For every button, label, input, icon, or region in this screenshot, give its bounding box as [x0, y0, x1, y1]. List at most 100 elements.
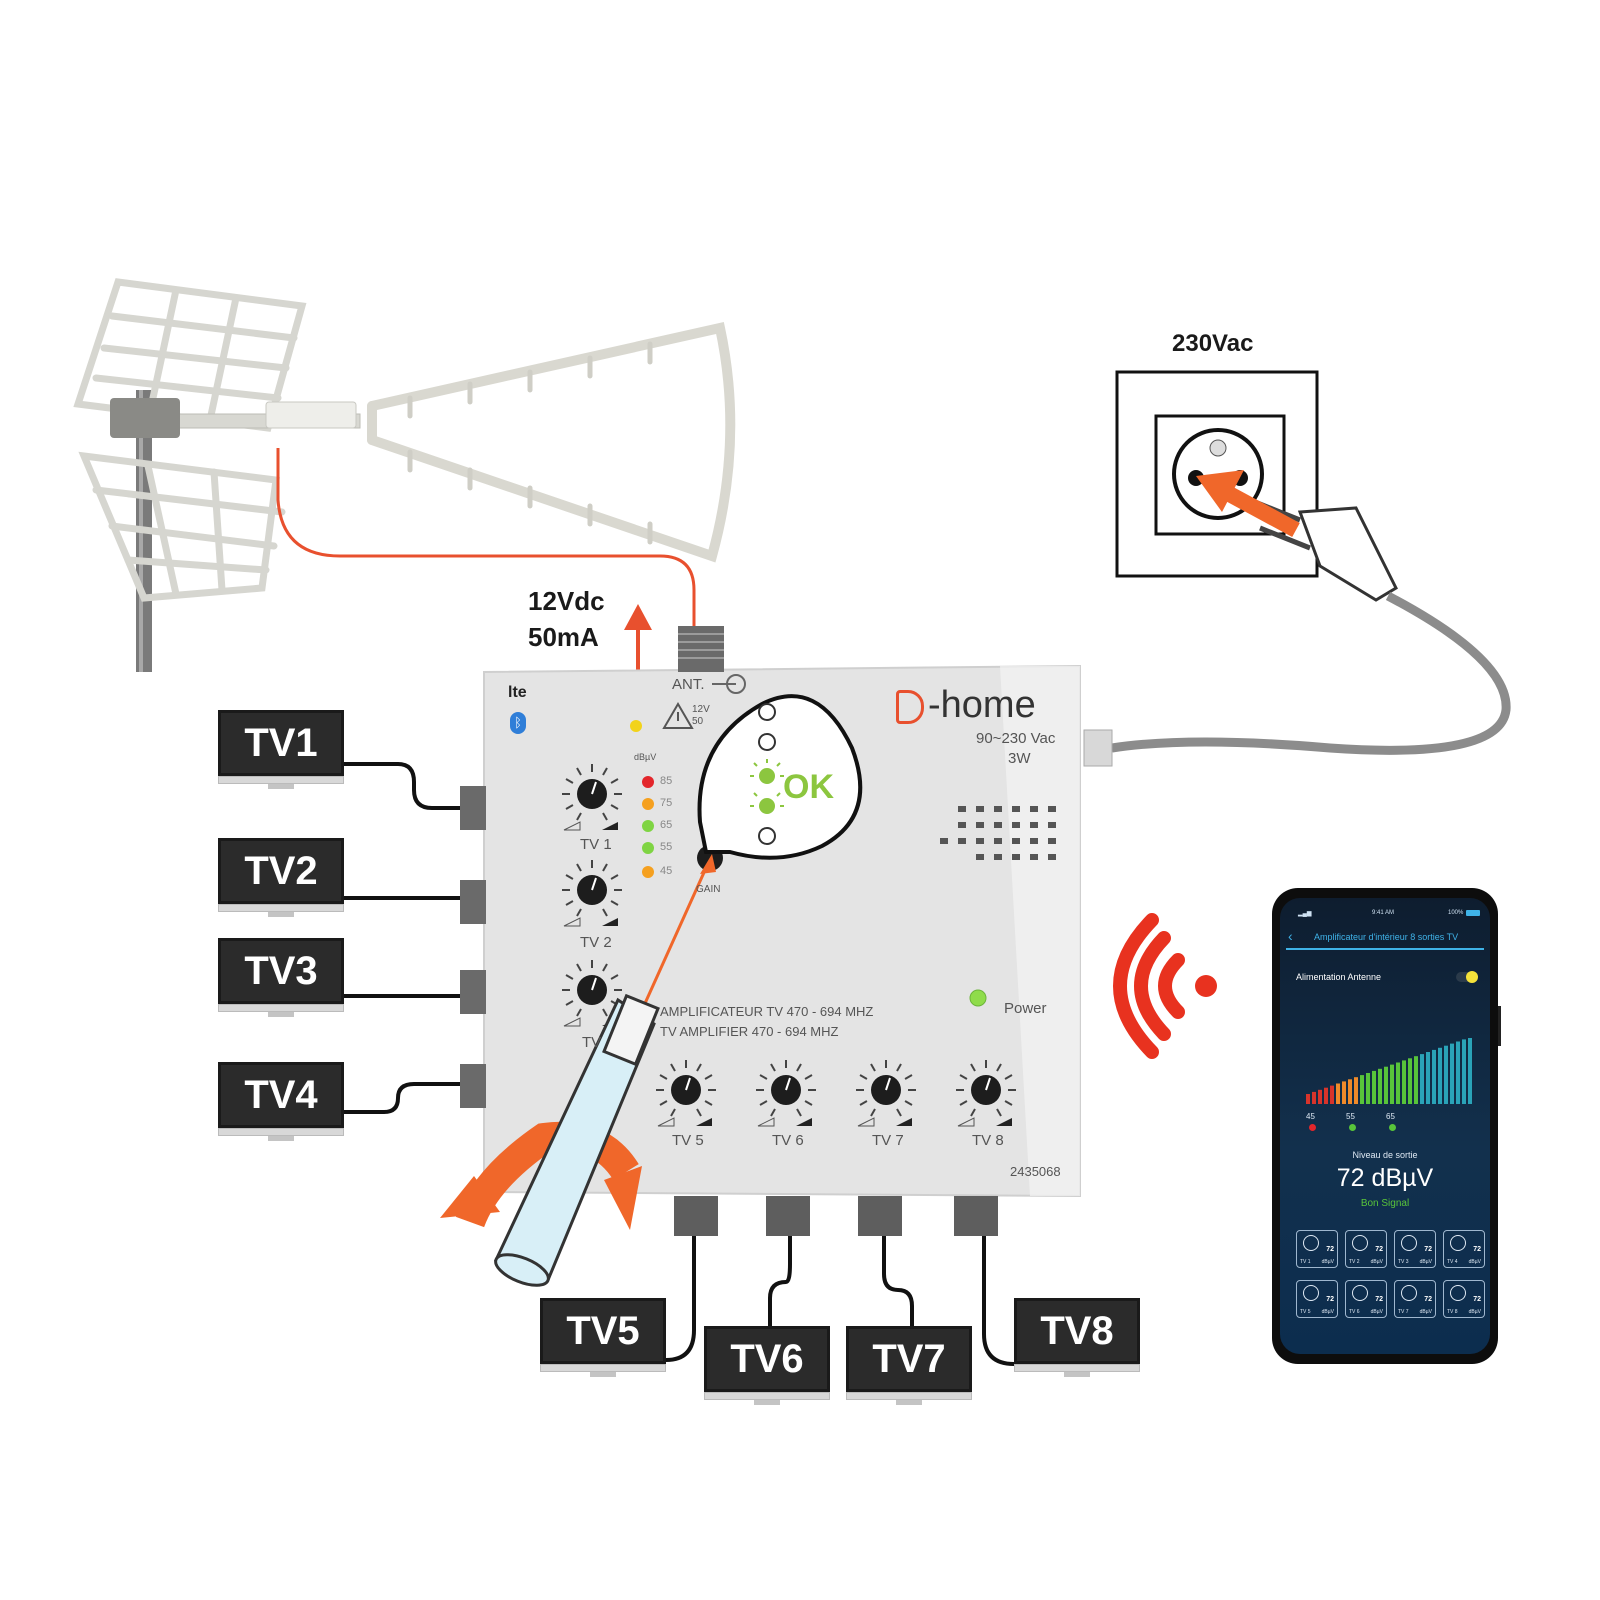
signal-bar [1324, 1088, 1328, 1104]
signal-bar [1390, 1065, 1394, 1104]
knob-label-tv3: TV [582, 1034, 601, 1051]
signal-icon: ▂▄▆ [1298, 910, 1311, 917]
amplifier-title-fr: AMPLIFICATEUR TV 470 - 694 MHZ [660, 1004, 873, 1019]
supply-voltage: 90~230 Vac [976, 730, 1055, 747]
signal-bar [1468, 1038, 1472, 1104]
lte-logo: lte [508, 684, 527, 702]
tv-label: TV6 [704, 1326, 830, 1392]
led-level-45: 45 [660, 865, 672, 877]
tv-monitor-2: TV2 [218, 838, 344, 918]
signal-bar [1450, 1044, 1454, 1104]
signal-bar [1378, 1069, 1382, 1104]
knob-label-tv1: TV 1 [580, 836, 612, 853]
led-level-75: 75 [660, 797, 672, 809]
scale-65: 65 [1386, 1112, 1395, 1121]
scale-dot-green [1389, 1124, 1396, 1131]
signal-bar [1348, 1079, 1352, 1104]
tv-monitor-5: TV5 [540, 1298, 666, 1378]
led-level-85: 85 [660, 775, 672, 787]
dial-icon [1352, 1285, 1368, 1301]
dial-icon [1450, 1235, 1466, 1251]
antenna-current-label: 50mA [528, 622, 599, 653]
knob-label-tv7: TV 7 [872, 1132, 904, 1149]
title-divider [1286, 948, 1484, 950]
antenna [78, 282, 730, 672]
signal-bar [1342, 1081, 1346, 1104]
back-icon[interactable]: ‹ [1288, 928, 1293, 944]
tile-value: 72 [1326, 1246, 1334, 1253]
antenna-power-label: Alimentation Antenne [1296, 972, 1381, 982]
signal-bar [1318, 1090, 1322, 1104]
tv-monitor-1: TV1 [218, 710, 344, 790]
dial-icon [1352, 1235, 1368, 1251]
led-level-55: 55 [660, 841, 672, 853]
knob-label-tv5: TV 5 [672, 1132, 704, 1149]
status-battery: 100% [1448, 910, 1463, 916]
output-tile-tv3[interactable]: TV 3 72 dBµV [1394, 1230, 1436, 1268]
signal-bar [1372, 1071, 1376, 1104]
app-screen: ▂▄▆ 9:41 AM 100% ‹ Amplificateur d'intér… [1280, 898, 1490, 1354]
tile-unit: dBµV [1420, 1259, 1432, 1265]
tile-value: 72 [1424, 1246, 1432, 1253]
tv-monitor-3: TV3 [218, 938, 344, 1018]
tv-label: TV5 [540, 1298, 666, 1364]
signal-bar [1366, 1073, 1370, 1104]
bluetooth-icon: ᛒ [510, 712, 526, 734]
tile-label: TV 1 [1300, 1259, 1311, 1265]
tile-unit: dBµV [1469, 1309, 1481, 1315]
signal-bar [1408, 1058, 1412, 1104]
dial-icon [1450, 1285, 1466, 1301]
tv-label: TV8 [1014, 1298, 1140, 1364]
scale-55: 55 [1346, 1112, 1355, 1121]
dbuv-label: dBµV [634, 752, 656, 762]
signal-bar [1426, 1052, 1430, 1104]
power-led-label: Power [1004, 1000, 1047, 1017]
tv-monitor-4: TV4 [218, 1062, 344, 1142]
tile-label: TV 3 [1398, 1259, 1409, 1265]
signal-bar [1306, 1094, 1310, 1104]
amplifier-title-en: TV AMPLIFIER 470 - 694 MHZ [660, 1024, 838, 1039]
wall-socket [1084, 372, 1506, 766]
tile-label: TV 4 [1447, 1259, 1458, 1265]
power-input-label: 230Vac [1172, 330, 1253, 358]
tv-monitor-8: TV8 [1014, 1298, 1140, 1378]
signal-bar [1438, 1048, 1442, 1104]
signal-bar [1462, 1039, 1466, 1104]
tile-value: 72 [1473, 1296, 1481, 1303]
output-level-value: 72 dBµV [1280, 1164, 1490, 1193]
serial-number: 2435068 [1010, 1164, 1061, 1179]
tv-label: TV3 [218, 938, 344, 1004]
tile-value: 72 [1326, 1296, 1334, 1303]
scale-45: 45 [1306, 1112, 1315, 1121]
tile-unit: dBµV [1371, 1259, 1383, 1265]
antenna-power-toggle[interactable] [1456, 972, 1478, 982]
knob-label-tv2: TV 2 [580, 934, 612, 951]
app-title: Amplificateur d'intérieur 8 sorties TV [1314, 932, 1458, 942]
tile-value: 72 [1375, 1296, 1383, 1303]
signal-bar [1420, 1054, 1424, 1104]
dial-icon [1303, 1235, 1319, 1251]
tv-monitor-7: TV7 [846, 1326, 972, 1406]
dial-icon [1401, 1285, 1417, 1301]
output-level-label: Niveau de sortie [1280, 1150, 1490, 1160]
knob-label-tv8: TV 8 [972, 1132, 1004, 1149]
signal-bar [1432, 1050, 1436, 1104]
wireless-signal-icon [1120, 920, 1217, 1052]
scale-dot-red [1309, 1124, 1316, 1131]
signal-status: Bon Signal [1280, 1198, 1490, 1209]
ant-port-label: ANT. [672, 676, 705, 693]
signal-bar [1354, 1077, 1358, 1104]
signal-bar [1456, 1042, 1460, 1105]
tile-value: 72 [1424, 1296, 1432, 1303]
gain-label: GAIN [696, 884, 720, 895]
tile-value: 72 [1473, 1246, 1481, 1253]
led-level-65: 65 [660, 819, 672, 831]
tile-value: 72 [1375, 1246, 1383, 1253]
